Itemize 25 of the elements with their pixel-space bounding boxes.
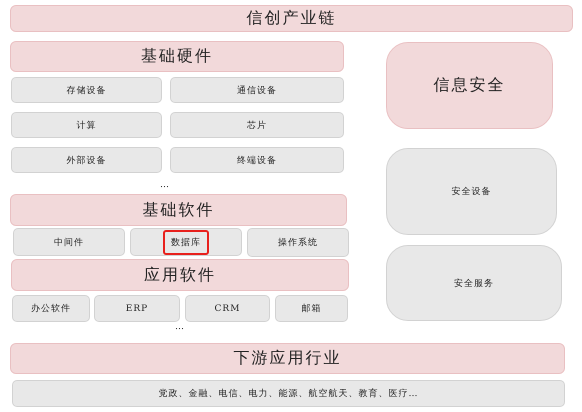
category-band: 下游应用行业 bbox=[10, 343, 565, 374]
item-box: 中间件 bbox=[13, 228, 125, 256]
item-box: CRM bbox=[185, 295, 270, 322]
item-box: ERP bbox=[94, 295, 180, 322]
item-panel: 安全服务 bbox=[386, 245, 562, 321]
item-box: 操作系统 bbox=[247, 228, 349, 257]
header-band: 信创产业链 bbox=[10, 5, 573, 32]
category-panel: 信息安全 bbox=[386, 42, 553, 129]
item-box: 存储设备 bbox=[11, 77, 162, 103]
ellipsis: … bbox=[175, 322, 184, 332]
item-box: 外部设备 bbox=[11, 147, 162, 173]
item-box: 终端设备 bbox=[170, 147, 344, 173]
item-panel: 安全设备 bbox=[386, 148, 557, 235]
item-box: 办公软件 bbox=[12, 295, 90, 322]
ellipsis: … bbox=[160, 180, 169, 190]
category-band: 应用软件 bbox=[11, 259, 349, 291]
item-box: 芯片 bbox=[170, 112, 344, 138]
category-band: 基础硬件 bbox=[10, 41, 344, 72]
item-box: 计算 bbox=[11, 112, 162, 138]
item-box: 通信设备 bbox=[170, 77, 344, 103]
item-box bbox=[130, 228, 242, 256]
highlighted-label: 数据库 bbox=[163, 230, 209, 254]
category-band: 基础软件 bbox=[10, 194, 347, 226]
item-box: 邮箱 bbox=[275, 295, 348, 322]
item-box: 党政、金融、电信、电力、能源、航空航天、教育、医疗… bbox=[12, 380, 565, 407]
